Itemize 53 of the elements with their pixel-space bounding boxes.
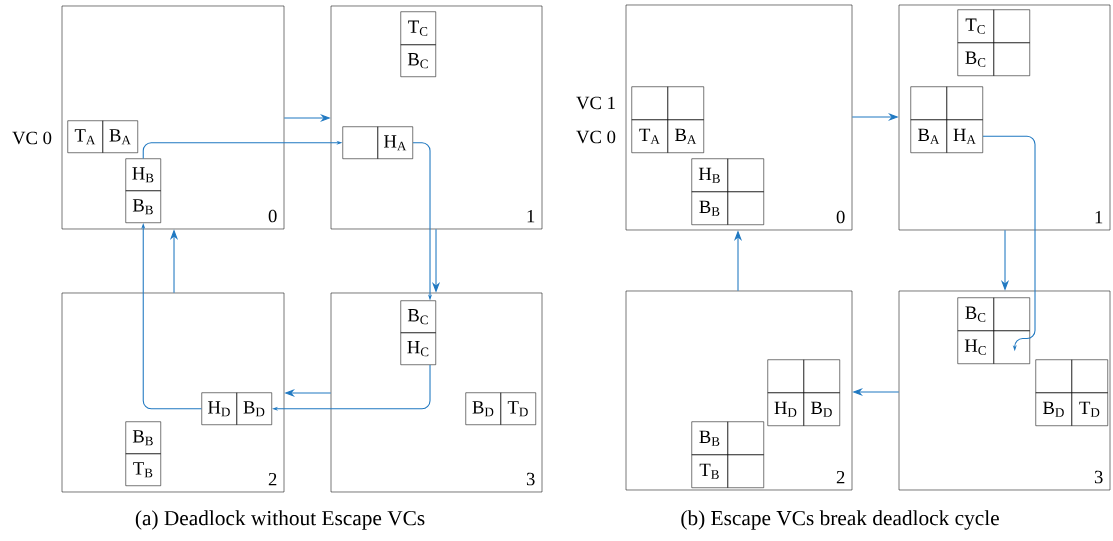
buffer-slot: B$_{C}$ — [957, 42, 994, 76]
buffer-slot: T$_{A}$ — [67, 120, 103, 153]
empty-buffer-slot — [727, 421, 764, 455]
vc-label: VC 0 — [12, 131, 52, 145]
empty-buffer-slot — [1071, 359, 1108, 393]
buffer-slot: H$_{C}$ — [400, 332, 436, 365]
buffer-slot: H$_{D}$ — [767, 392, 804, 426]
buffer-slot: B$_{D}$ — [465, 392, 501, 425]
buffer-slot: B$_{B}$ — [691, 421, 728, 455]
empty-buffer-slot — [1035, 359, 1072, 393]
buffer-slot: B$_{C}$ — [400, 300, 436, 333]
buffer-slot: B$_{A}$ — [910, 119, 947, 153]
buffer-slot: T$_{B}$ — [691, 454, 728, 488]
buffer-slot: B$_{C}$ — [957, 297, 994, 331]
buffer-slot: H$_{A}$ — [377, 126, 413, 159]
empty-buffer-slot — [803, 359, 840, 393]
empty-buffer-slot — [727, 191, 764, 225]
subcaption: (a) Deadlock without Escape VCs — [135, 510, 425, 530]
buffer-slot: H$_{C}$ — [957, 330, 994, 364]
buffer-slot: H$_{B}$ — [691, 158, 728, 192]
empty-buffer-slot — [946, 86, 983, 120]
empty-buffer-slot — [993, 330, 1030, 364]
empty-buffer-slot — [727, 454, 764, 488]
vc-label: VC 1 — [576, 96, 615, 110]
empty-buffer-slot — [667, 86, 704, 120]
buffer-slot: H$_{B}$ — [125, 158, 161, 191]
buffer-slot: T$_{B}$ — [125, 453, 161, 486]
buffer-slot: T$_{C}$ — [957, 9, 994, 43]
buffer-slot: T$_{D}$ — [1071, 392, 1108, 426]
empty-buffer-slot — [767, 359, 804, 393]
buffer-slot: B$_{D}$ — [1035, 392, 1072, 426]
empty-buffer-slot — [993, 9, 1030, 43]
vc-label: VC 0 — [576, 130, 616, 144]
empty-buffer-slot — [993, 42, 1030, 76]
empty-buffer-slot — [342, 126, 378, 159]
buffer-slot: B$_{D}$ — [803, 392, 840, 426]
buffer-slot: T$_{A}$ — [631, 119, 668, 153]
empty-buffer-slot — [993, 297, 1030, 331]
buffer-slot: T$_{C}$ — [400, 11, 436, 45]
buffer-slot: H$_{A}$ — [946, 119, 983, 153]
buffer-slot: B$_{D}$ — [236, 392, 272, 425]
empty-buffer-slot — [727, 158, 764, 192]
buffer-slot: B$_{C}$ — [400, 44, 436, 77]
buffer-slot: B$_{A}$ — [667, 119, 704, 153]
buffer-slot: B$_{B}$ — [691, 191, 728, 225]
empty-buffer-slot — [631, 86, 668, 120]
buffer-slot: B$_{B}$ — [125, 421, 161, 454]
buffer-slot: B$_{B}$ — [125, 190, 161, 223]
empty-buffer-slot — [910, 86, 947, 120]
buffer-slot: T$_{D}$ — [500, 392, 536, 425]
subcaption: (b) Escape VCs break deadlock cycle — [681, 510, 999, 530]
buffer-slot: B$_{A}$ — [102, 120, 138, 153]
buffer-slot: H$_{D}$ — [201, 392, 237, 425]
